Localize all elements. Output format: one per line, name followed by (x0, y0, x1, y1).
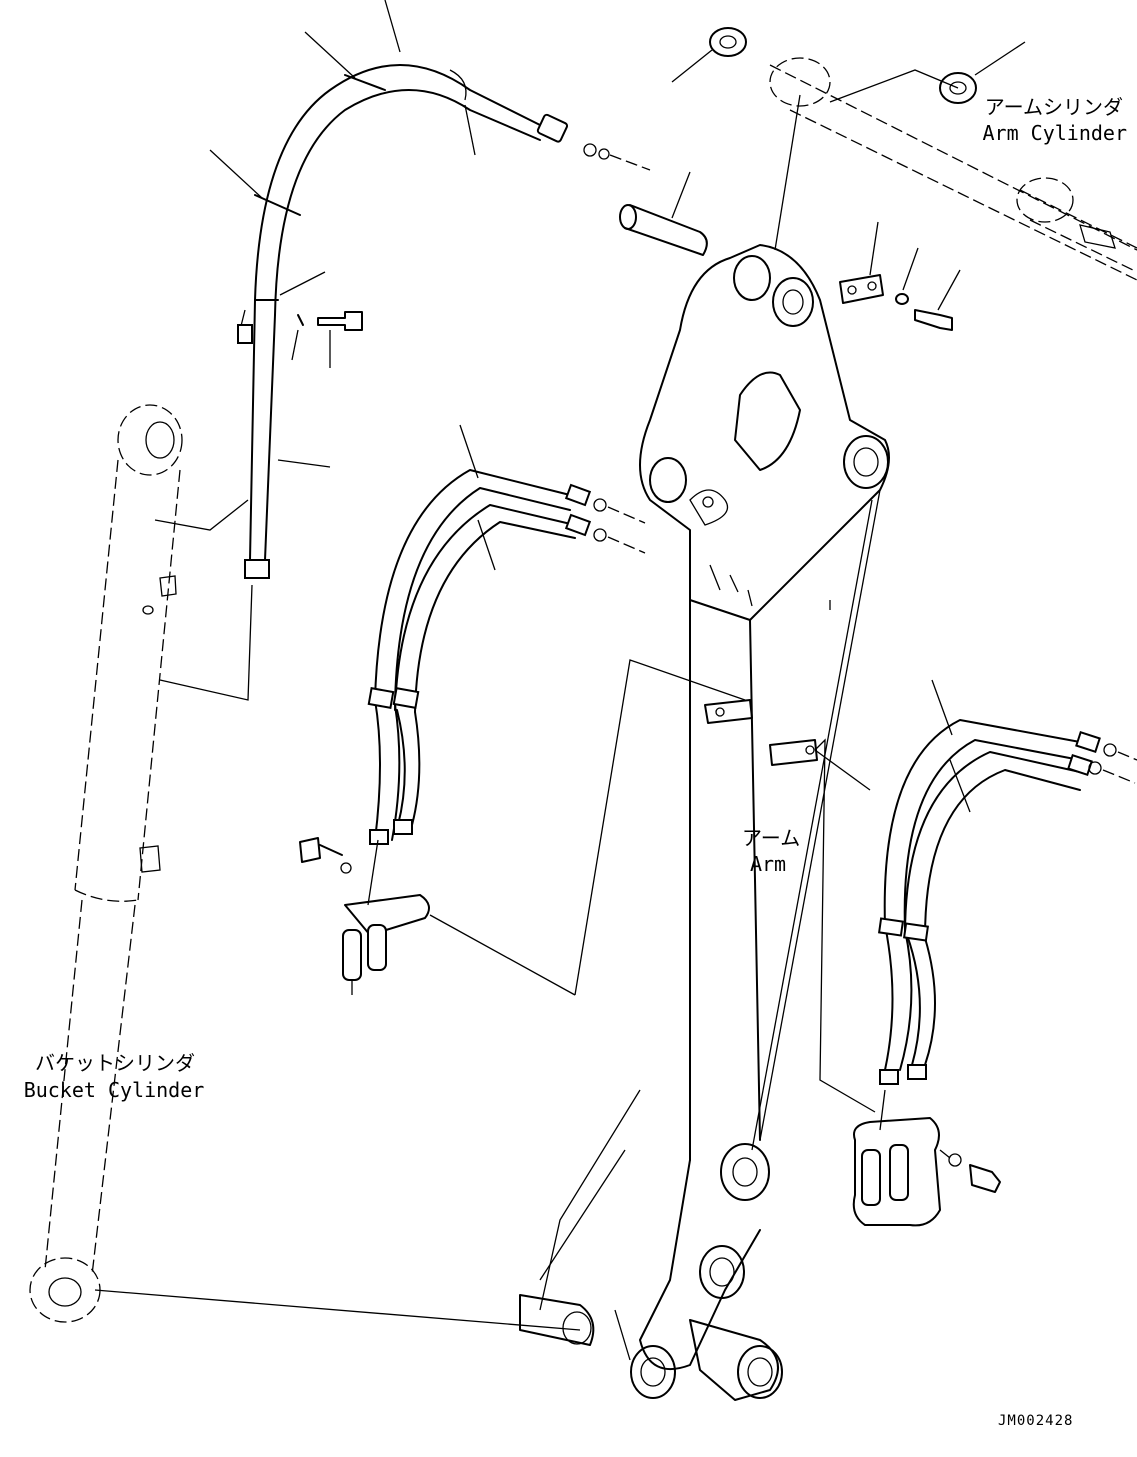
bucket-cylinder-label-en: Bucket Cylinder (23, 1078, 205, 1102)
drawing-code: JM002428 (998, 1413, 1074, 1429)
plate-washer (895, 247, 919, 305)
pin (619, 171, 708, 256)
arm-bracket-right (769, 739, 818, 766)
arm-cylinder-outline (769, 57, 1137, 281)
right-valve-assembly (814, 738, 1001, 1227)
arm-body (519, 244, 890, 1401)
arm-bracket-left (704, 699, 753, 724)
bucket-cylinder-label-jp: バケットシリンダ (35, 1051, 195, 1075)
arm-cylinder-label-jp: アームシリンダ (984, 95, 1123, 119)
lock-plate (839, 221, 884, 304)
washer-left (671, 27, 747, 83)
arm-label-jp: アーム (742, 826, 801, 850)
upper-hose (209, 0, 651, 579)
plate-bolt (914, 269, 961, 331)
arm-cylinder-label-en: Arm Cylinder (982, 121, 1128, 145)
right-hoses (878, 679, 1137, 1085)
bucket-cylinder-outline (29, 404, 581, 1331)
washer-right (939, 41, 1026, 104)
middle-valve-assembly (299, 659, 746, 996)
arm-label-en: Arm (749, 852, 787, 876)
arm-detail-marks (709, 564, 831, 610)
middle-hoses (367, 424, 646, 845)
